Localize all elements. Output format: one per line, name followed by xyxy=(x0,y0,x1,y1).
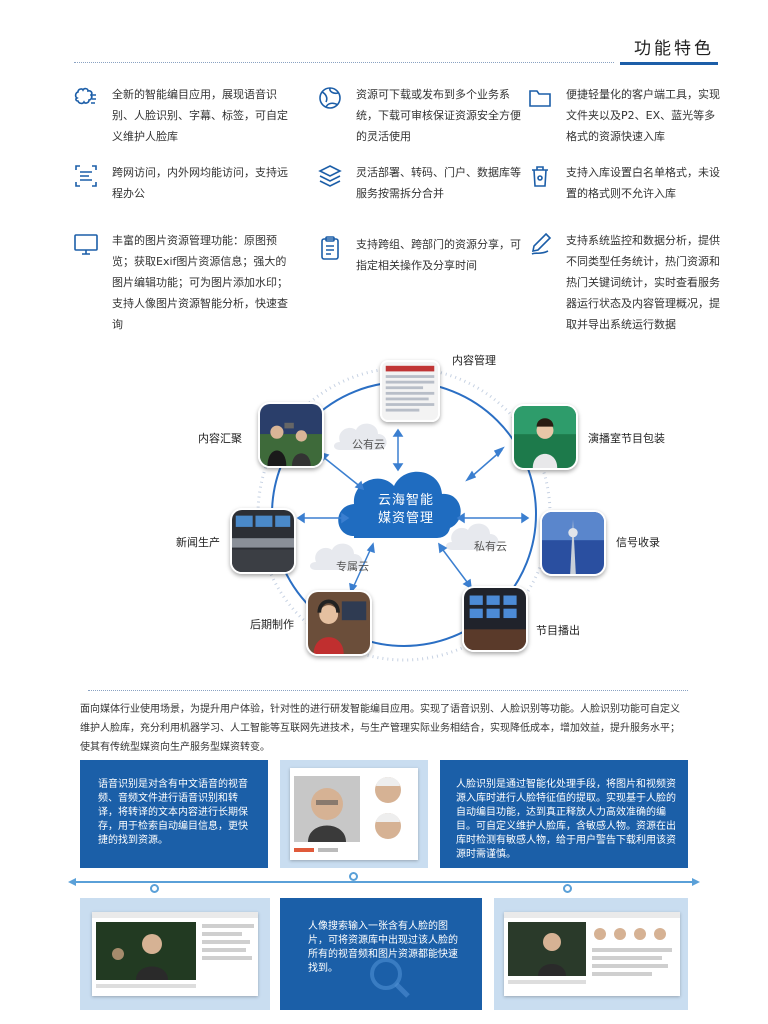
node-label-content-mgmt: 内容管理 xyxy=(452,354,496,367)
feature-item: 支持入库设置白名单格式，未设置的格式则不允许入库 xyxy=(526,162,726,204)
center-title-line: 云海智能 xyxy=(377,493,434,508)
node-label-broadcast: 节目播出 xyxy=(536,624,580,637)
timeline-dot xyxy=(563,884,572,893)
face-recognition-text: 人脸识别是通过智能化处理手段，将图片和视频资源入库时进行人脸特征值的提取。实现基… xyxy=(456,779,676,860)
search-icon xyxy=(370,958,410,998)
title-underline xyxy=(620,62,718,65)
clipboard-icon xyxy=(316,234,344,262)
feature-item: 丰富的图片资源管理功能：原图预览；获取Exif图片资源信息；强大的图片编辑功能；… xyxy=(72,230,292,335)
speech-recognition-text: 语音识别是对含有中文语音的视音频、音频文件进行语音识别和转译，将转译的文本内容进… xyxy=(98,779,248,846)
folder-icon xyxy=(526,84,554,112)
face-recognition-screenshot xyxy=(290,768,418,860)
feature-text: 资源可下载或发布到多个业务系统，下载可审核保证资源安全方便的灵活使用 xyxy=(356,88,521,143)
studio-image xyxy=(512,404,578,470)
broadcast-image xyxy=(462,586,528,652)
feature-text: 支持系统监控和数据分析，提供不同类型任务统计，热门资源和热门关键词统计，实时查看… xyxy=(566,234,720,331)
timeline-line xyxy=(68,878,700,886)
speech-recognition-panel: 语音识别是对含有中文语音的视音频、音频文件进行语音识别和转译，将转译的文本内容进… xyxy=(80,760,268,868)
layers-icon xyxy=(316,162,344,190)
content-mgmt-image xyxy=(380,360,440,422)
center-title-line: 媒资管理 xyxy=(377,511,434,526)
face-search-text: 人像搜索输入一张含有人脸的图片，可将资源库中出现过该人脸的所有的视音频和图片资源… xyxy=(308,921,458,974)
cloud-label-private: 私有云 xyxy=(474,540,507,553)
globe-icon xyxy=(316,84,344,112)
feature-item: 支持系统监控和数据分析，提供不同类型任务统计，热门资源和热门关键词统计，实时查看… xyxy=(526,230,726,335)
feature-text: 跨网访问，内外网均能访问，支持远程办公 xyxy=(112,166,288,200)
page-title: 功能特色 xyxy=(634,39,714,59)
node-label-post: 后期制作 xyxy=(250,618,294,631)
feature-item: 便捷轻量化的客户端工具，实现文件夹以及P2、EX、蓝光等多格式的资源快速入库 xyxy=(526,84,726,147)
feature-item: 灵活部署、转码、门户、数据库等服务按需拆分合并 xyxy=(316,162,526,204)
trash-icon xyxy=(526,162,554,190)
intro-paragraph: 面向媒体行业使用场景，为提升用户体验，针对性的进行研发智能编目应用。实现了语音识… xyxy=(80,704,680,753)
dotted-divider xyxy=(88,690,688,691)
timeline-dot xyxy=(150,884,159,893)
feature-text: 支持跨组、跨部门的资源分享，可指定相关操作及分享时间 xyxy=(356,238,521,272)
face-search-panel: 人像搜索输入一张含有人脸的图片，可将资源库中出现过该人脸的所有的视音频和图片资源… xyxy=(280,898,482,1010)
signal-image xyxy=(540,510,606,576)
node-label-signal: 信号收录 xyxy=(616,536,660,549)
feature-item: 支持跨组、跨部门的资源分享，可指定相关操作及分享时间 xyxy=(316,234,526,276)
feature-text: 丰富的图片资源管理功能：原图预览；获取Exif图片资源信息；强大的图片编辑功能；… xyxy=(112,234,288,331)
node-label-studio: 演播室节目包装 xyxy=(588,432,665,445)
search-screen-panel-right xyxy=(494,898,688,1010)
edit-icon xyxy=(526,230,554,258)
cloud-label-public: 公有云 xyxy=(352,438,385,451)
feature-item: 全新的智能编目应用，展现语音识别、人脸识别、字幕、标签，可自定义维护人脸库 xyxy=(72,84,292,147)
post-production-image xyxy=(306,590,372,656)
feature-text: 支持入库设置白名单格式，未设置的格式则不允许入库 xyxy=(566,166,720,200)
face-search-result-screenshot xyxy=(504,912,680,996)
cloud-label-exclusive: 专属云 xyxy=(336,560,369,573)
feature-text: 全新的智能编目应用，展现语音识别、人脸识别、字幕、标签，可自定义维护人脸库 xyxy=(112,88,288,143)
face-recognition-panel: 人脸识别是通过智能化处理手段，将图片和视频资源入库时进行人脸特征值的提取。实现基… xyxy=(440,760,688,868)
news-production-image xyxy=(230,508,296,574)
node-label-news: 新闻生产 xyxy=(176,536,220,549)
search-screen-panel-left xyxy=(80,898,270,1010)
feature-text: 灵活部署、转码、门户、数据库等服务按需拆分合并 xyxy=(356,166,521,200)
architecture-diagram: 云海智能 媒资管理 公有云 私有云 专属云 内容管理 演播室节目包装 信号收录 … xyxy=(140,350,665,670)
monitor-icon xyxy=(72,230,100,258)
diagram-ring xyxy=(256,366,552,662)
feature-item: 资源可下载或发布到多个业务系统，下载可审核保证资源安全方便的灵活使用 xyxy=(316,84,526,147)
feature-text: 便捷轻量化的客户端工具，实现文件夹以及P2、EX、蓝光等多格式的资源快速入库 xyxy=(566,88,720,143)
remote-access-icon xyxy=(72,162,100,190)
media-search-screenshot xyxy=(92,912,258,996)
center-title: 云海智能 媒资管理 xyxy=(366,492,446,528)
brain-icon xyxy=(72,84,100,112)
face-screen-panel xyxy=(280,760,428,868)
feature-item: 跨网访问，内外网均能访问，支持远程办公 xyxy=(72,162,292,204)
content-gather-image xyxy=(258,402,324,468)
timeline-dot xyxy=(349,872,358,881)
dotted-divider xyxy=(74,62,614,63)
node-label-gather: 内容汇聚 xyxy=(198,432,242,445)
